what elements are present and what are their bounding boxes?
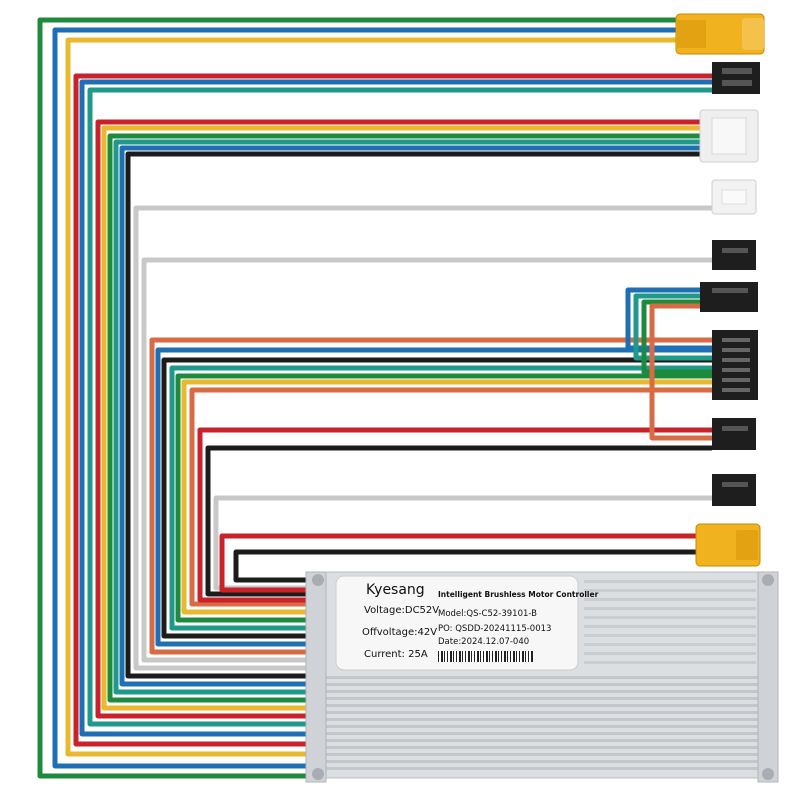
heatsink-fin (584, 661, 756, 664)
wire-teal-1 (87, 87, 712, 727)
wire-gray-1 (133, 205, 712, 671)
heatsink-fin (326, 753, 758, 756)
wire-yellow-1 (65, 37, 680, 757)
heatsink-fin (584, 598, 756, 601)
barcode (438, 651, 534, 662)
heatsink-fin (326, 690, 758, 693)
heatsink-fin (326, 718, 758, 721)
heatsink-fin (584, 652, 756, 655)
wire-blue-3 (119, 145, 700, 687)
wire-orange-1 (149, 337, 712, 655)
wire-red-4 (219, 533, 700, 593)
wire-yellow-2 (101, 125, 700, 711)
po-text: PO: QSDD-20241115-0013 (438, 624, 552, 634)
heatsink-fin (326, 676, 758, 679)
wire-green-4 (641, 299, 712, 375)
date-text: Date:2024.12.07-040 (438, 637, 530, 647)
product-label (335, 575, 579, 671)
wire-blue-5 (625, 287, 712, 351)
offvoltage-text: Offvoltage:42V (362, 627, 438, 638)
wire-black-3 (205, 445, 712, 597)
heatsink-fin (584, 580, 756, 583)
xt60-female-connector (675, 13, 765, 55)
jst-sm-3pin-black-connector-2 (700, 282, 758, 312)
wire-black-4 (233, 549, 700, 583)
white-6pin-connector (699, 109, 759, 163)
heatsink-fin (584, 634, 756, 637)
description-text: Intelligent Brushless Motor Controller (438, 590, 599, 599)
heatsink-fin (326, 739, 758, 742)
heatsink-fin (326, 683, 758, 686)
wire-red-1 (73, 73, 712, 747)
controller-housing (305, 571, 779, 783)
wire-orange-3 (649, 303, 712, 441)
voltage-text: Voltage:DC52V (364, 605, 440, 616)
current-text: Current: 25A (364, 649, 428, 660)
wire-orange-2 (189, 387, 712, 607)
heatsink-fin (326, 760, 758, 763)
wire-black-2 (161, 357, 712, 639)
heatsink-fin (326, 746, 758, 749)
wire-green-1 (37, 17, 680, 779)
heatsink-fin (326, 704, 758, 707)
jst-sm-2pin-black-connector-3 (712, 474, 756, 506)
white-2pin-connector (711, 179, 757, 215)
brand-text: Kyesang (366, 582, 425, 598)
wire-green-3 (175, 373, 712, 623)
xt60-male-connector (695, 523, 761, 567)
heatsink-fin (326, 732, 758, 735)
wire-teal-2 (113, 139, 700, 695)
heatsink-fin (584, 589, 756, 592)
heatsink-fin (326, 767, 758, 770)
hall-6pin-black-connector (712, 330, 758, 400)
heatsink-fin (584, 607, 756, 610)
wire-teal-3 (169, 365, 712, 631)
heatsink-fin (326, 725, 758, 728)
wire-gray-2 (141, 257, 712, 663)
heatsink-fin (326, 711, 758, 714)
jst-sm-2pin-black-connector-2 (712, 418, 756, 450)
wire-black-1 (125, 151, 700, 679)
model-text: Model:QS-C52-39101-B (438, 609, 537, 619)
wire-yellow-3 (181, 379, 712, 615)
wire-blue-2 (79, 79, 712, 737)
wire-red-2 (95, 119, 700, 719)
wire-teal-4 (633, 293, 712, 361)
wire-red-3 (197, 427, 712, 603)
wire-blue-1 (52, 27, 680, 769)
wire-green-2 (107, 133, 700, 703)
heatsink-fin (584, 616, 756, 619)
jst-sm-2pin-black-connector (712, 240, 756, 270)
heatsink-fin (584, 625, 756, 628)
heatsink-fin (326, 697, 758, 700)
jst-sm-3pin-black-connector (712, 62, 760, 94)
heatsink-fin (584, 643, 756, 646)
wire-blue-4 (155, 347, 712, 647)
